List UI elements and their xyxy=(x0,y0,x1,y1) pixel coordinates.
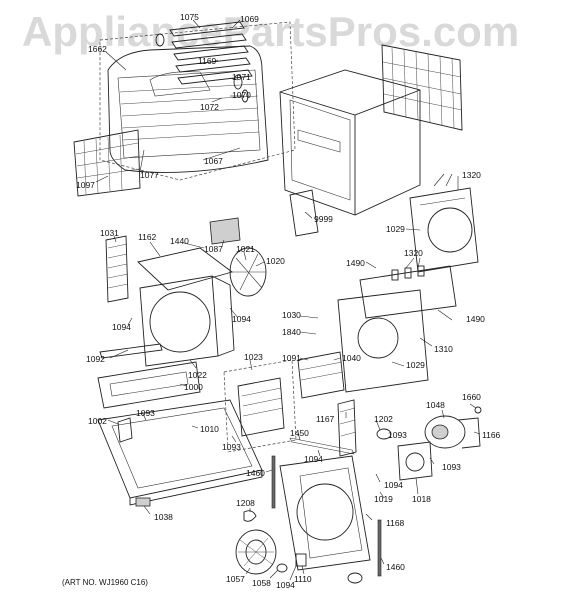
control-box xyxy=(209,217,241,245)
top-mounting-bracket xyxy=(359,265,457,319)
callout-label: 1662 xyxy=(88,44,107,54)
callout-label: 1320 xyxy=(404,248,423,258)
base-pan xyxy=(97,399,263,506)
callout-label: 1460 xyxy=(386,562,405,572)
partition-panel xyxy=(337,289,429,393)
fan-motor xyxy=(397,441,433,481)
callout-label: 1168 xyxy=(386,518,405,528)
callout-label: 1022 xyxy=(188,370,207,380)
callout-label: 1093 xyxy=(222,442,241,452)
cabinet-wrapper xyxy=(279,69,421,216)
callout-label: 1320 xyxy=(462,170,481,180)
callout-label: 1072 xyxy=(200,102,219,112)
callout-label: 1202 xyxy=(374,414,393,424)
watermark-text: AppliancePartsPros.com xyxy=(22,8,520,55)
compressor-motor xyxy=(424,415,481,449)
callout-label: 1000 xyxy=(184,382,203,392)
screw-1660 xyxy=(474,406,482,414)
art-number-caption: (ART NO. WJ1960 C16) xyxy=(62,578,148,587)
front-grille-group xyxy=(99,21,296,181)
condenser-coil xyxy=(337,399,357,457)
leader-lines xyxy=(95,19,481,581)
callout-label: 1023 xyxy=(244,352,263,362)
callout-label: 1087 xyxy=(204,244,223,254)
callout-label: 1071 xyxy=(232,72,251,82)
capacitor-assembly xyxy=(297,351,345,399)
callout-label: 1094 xyxy=(384,480,403,490)
rear-grille xyxy=(381,44,463,131)
callout-label: 1440 xyxy=(170,236,189,246)
gasket-strip xyxy=(289,437,355,455)
callout-label: 1021 xyxy=(236,244,255,254)
callout-label: 1092 xyxy=(86,354,105,364)
callout-label: 1020 xyxy=(266,256,285,266)
callout-label: 1030 xyxy=(282,310,301,320)
callout-label: 1167 xyxy=(316,414,335,424)
callout-label: 1094 xyxy=(276,580,295,590)
callout-label: 1097 xyxy=(76,180,95,190)
callout-label: 1018 xyxy=(412,494,431,504)
grommet-1202 xyxy=(376,428,392,440)
callout-label: 1460 xyxy=(246,468,265,478)
callout-label: 1029 xyxy=(406,360,425,370)
callout-label: 1038 xyxy=(154,512,173,522)
clamp-1208 xyxy=(243,510,257,522)
condenser-shroud xyxy=(279,455,371,571)
air-filter xyxy=(73,129,141,197)
control-board-group xyxy=(223,359,297,453)
seal-strip-right xyxy=(377,519,382,577)
callout-label: 1490 xyxy=(466,314,485,324)
label-sticker xyxy=(289,189,319,237)
callout-label: 1094 xyxy=(304,454,323,464)
callout-label: 1093 xyxy=(136,408,155,418)
callout-label: 1057 xyxy=(226,574,245,584)
scroll-housing xyxy=(139,275,235,367)
callout-label: 1110 xyxy=(294,574,312,584)
callout-label: 1070 xyxy=(232,90,251,100)
callout-label: 1040 xyxy=(342,353,361,363)
drain-channel xyxy=(99,343,163,359)
callout-label: 1091 xyxy=(282,353,301,363)
callout-label: 1166 xyxy=(482,430,501,440)
callout-label: 1310 xyxy=(434,344,453,354)
connector-1110 xyxy=(295,553,307,567)
seal-strip-left xyxy=(271,455,276,509)
upper-shroud-bracket xyxy=(409,187,479,273)
condenser-fan-blade xyxy=(235,529,277,575)
callout-label: 1450 xyxy=(290,428,309,438)
callout-label: 1490 xyxy=(346,258,365,268)
knob-1058 xyxy=(276,563,288,573)
callout-label: 1169 xyxy=(198,56,217,66)
bracket-bottom-right xyxy=(347,572,363,584)
callout-label: 1075 xyxy=(180,12,199,22)
callout-label: 1094 xyxy=(112,322,131,332)
callout-label: 1093 xyxy=(442,462,461,472)
callout-label: 1077 xyxy=(140,170,159,180)
callout-label: 1048 xyxy=(426,400,445,410)
callout-label: 1002 xyxy=(88,416,107,426)
callout-label: 1162 xyxy=(138,232,157,242)
callout-label: 1010 xyxy=(200,424,219,434)
top-cover-panel xyxy=(137,247,233,291)
callout-label: 1019 xyxy=(374,494,393,504)
callout-label: 1067 xyxy=(204,156,223,166)
base-insulation xyxy=(97,361,201,409)
callout-label: 1058 xyxy=(252,578,271,588)
hinge-1002 xyxy=(117,417,133,443)
callout-label: 1660 xyxy=(462,392,481,402)
callout-label: 1031 xyxy=(100,228,119,238)
blower-wheel xyxy=(229,247,267,297)
clip-1038 xyxy=(135,497,151,507)
callout-label: 1208 xyxy=(236,498,255,508)
callout-label: 1029 xyxy=(386,224,405,234)
callout-label: 9999 xyxy=(314,214,333,224)
callout-label: 1069 xyxy=(240,14,259,24)
callout-label: 1093 xyxy=(388,430,407,440)
evaporator-coil xyxy=(105,235,129,303)
callout-label: 1094 xyxy=(232,314,251,324)
callout-label: 1840 xyxy=(282,327,301,337)
